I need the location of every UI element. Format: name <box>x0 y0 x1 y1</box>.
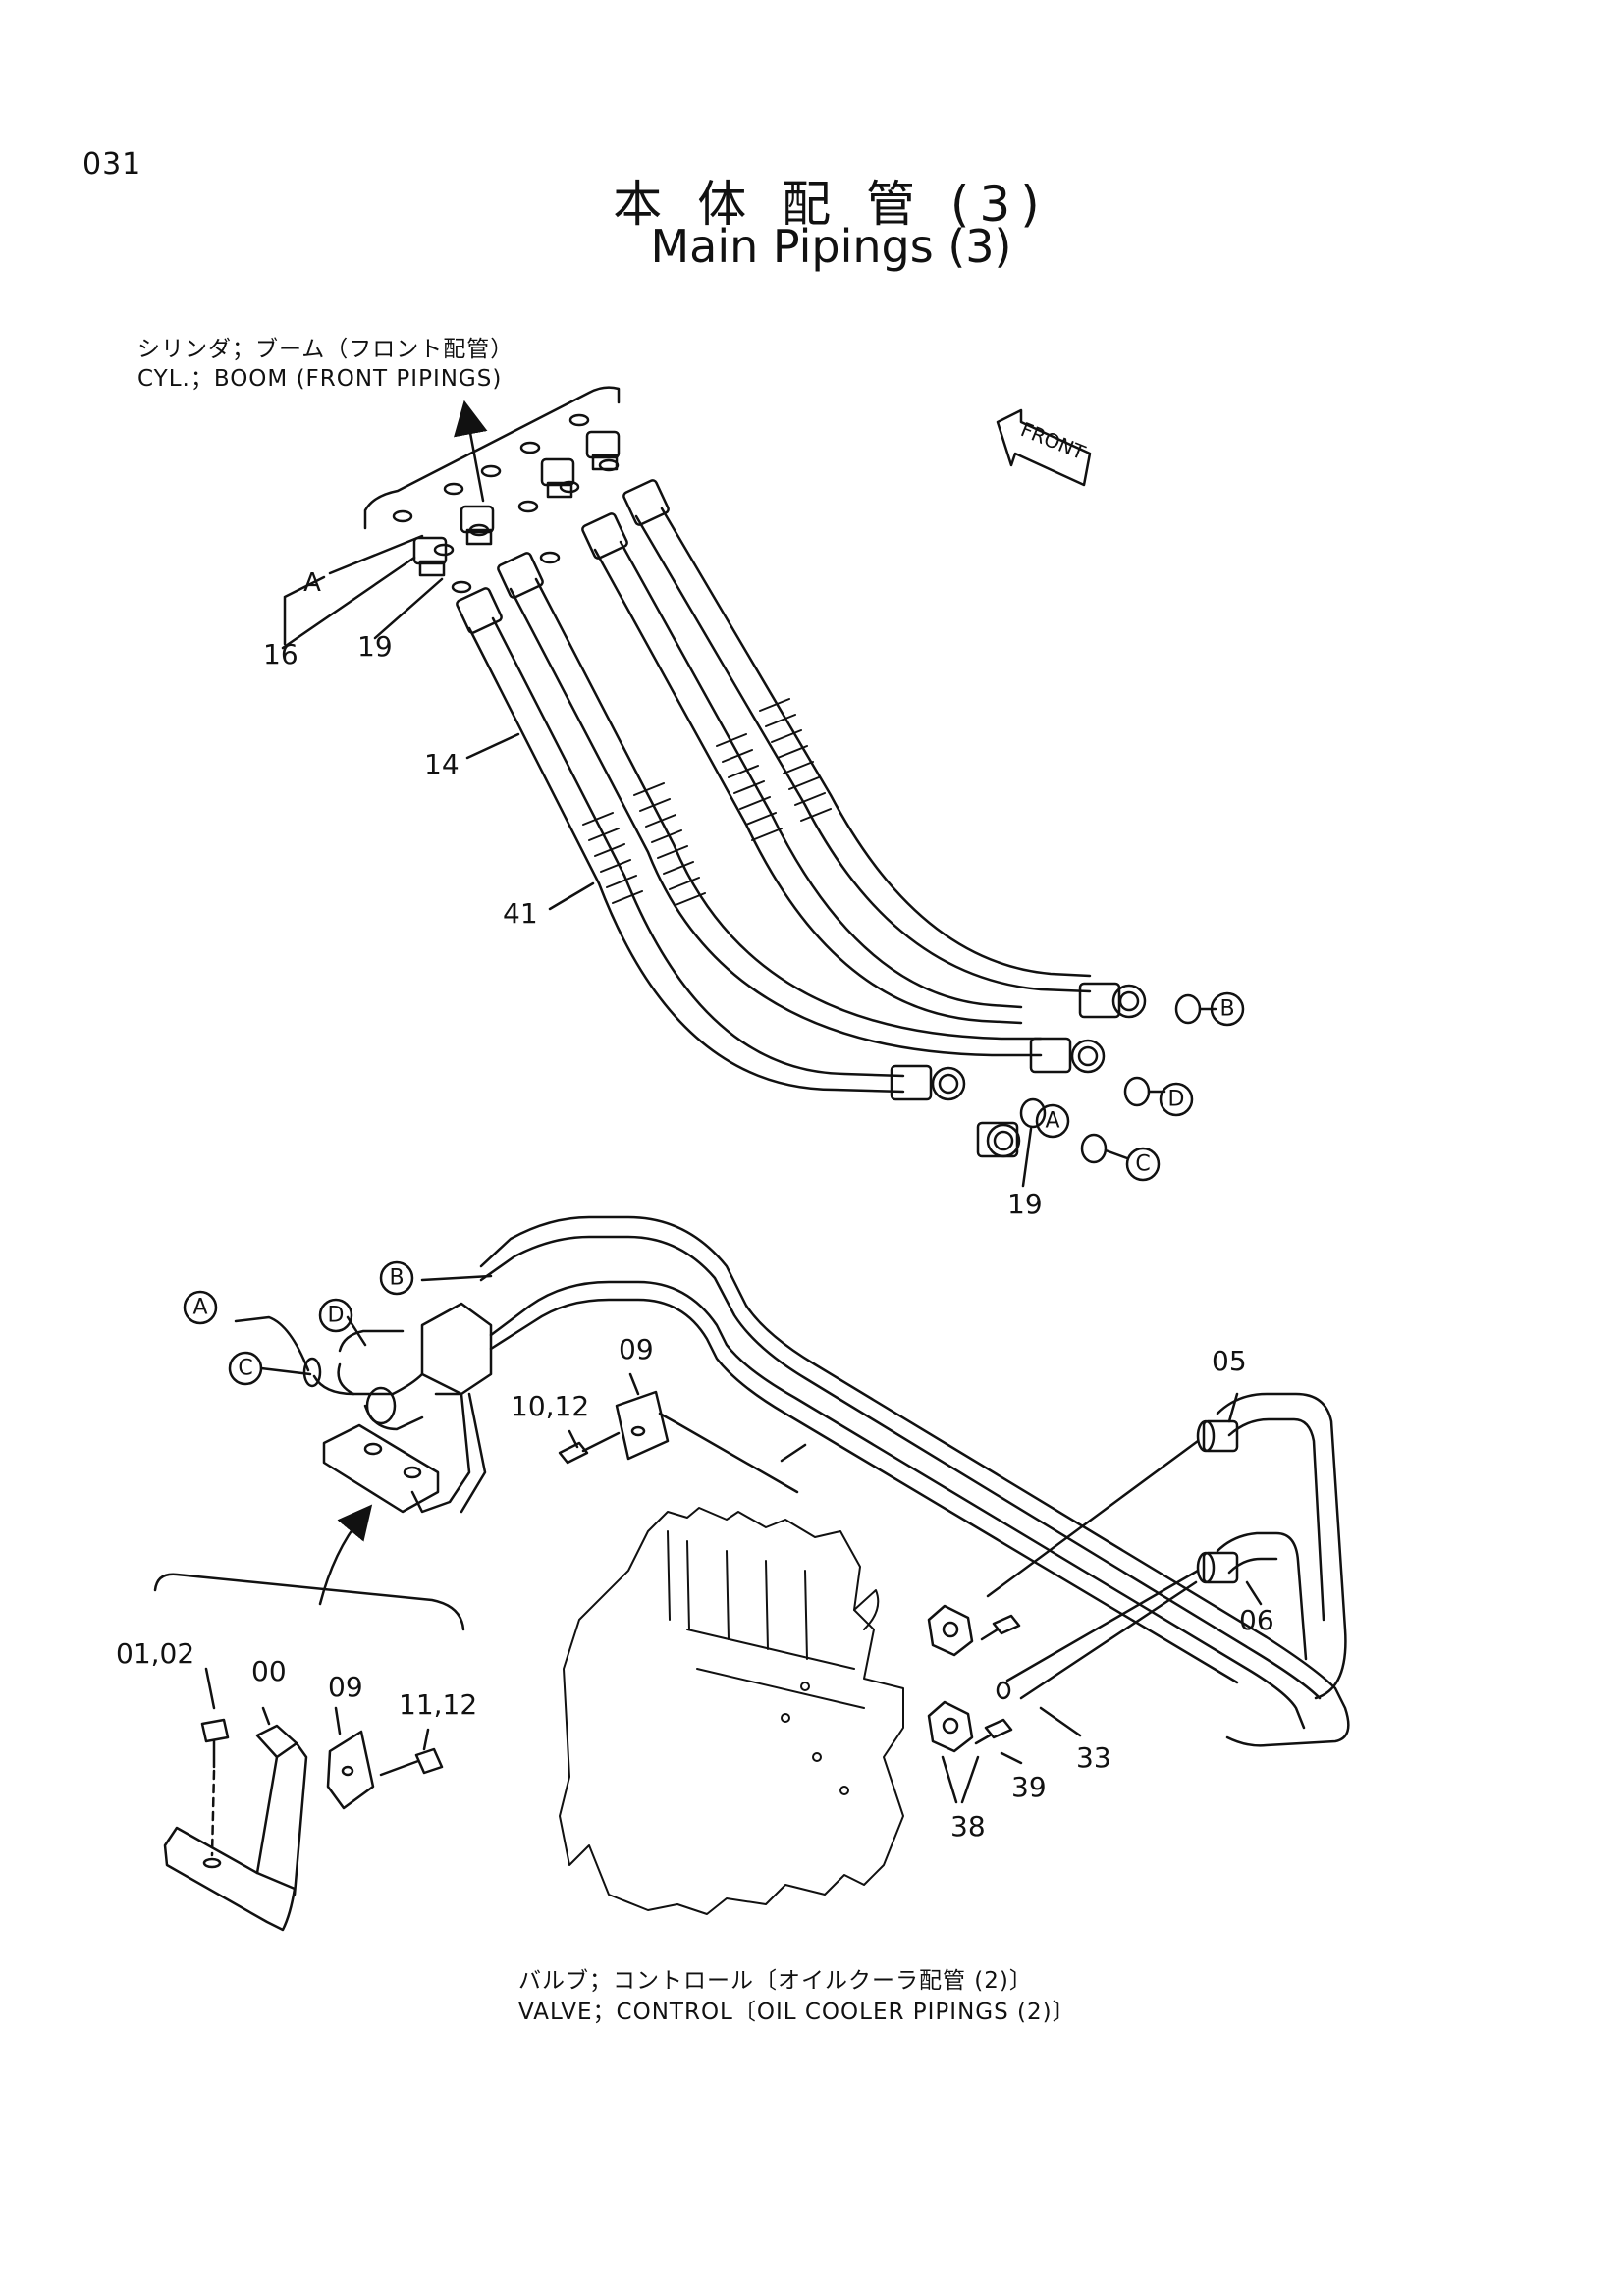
ref-circle-a-left <box>183 1290 218 1325</box>
spring-guard-41 <box>582 698 832 906</box>
part-label-16: 16 <box>263 638 298 670</box>
ref-circle-d-right <box>1159 1082 1194 1117</box>
part-label-14: 14 <box>424 748 460 780</box>
oil-cooler-pipes <box>479 1215 1350 1747</box>
caption-top-english: CYL.；BOOM (FRONT PIPINGS) <box>137 366 503 392</box>
ref-label-b-mid: B <box>389 1266 404 1291</box>
part-label-39: 39 <box>1011 1771 1047 1803</box>
caption-top-japanese: シリンダ；ブーム（フロント配管） <box>137 337 514 362</box>
clamp-09-top <box>615 1390 670 1461</box>
hose-fittings-bottom <box>890 982 1147 1158</box>
part-label-10-12: 10,12 <box>511 1390 589 1422</box>
caption-bottom-japanese: バルブ；コントロール〔オイルクーラ配管 (2)〕 <box>518 1968 1033 1994</box>
leader-a-top <box>283 575 326 646</box>
ref-circle-c-left <box>228 1351 263 1386</box>
part-label-19-bottom: 19 <box>1007 1188 1043 1220</box>
bracket-00 <box>163 1724 308 1932</box>
ref-label-a-right: A <box>1045 1109 1059 1134</box>
part-label-41: 41 <box>503 897 538 930</box>
ref-circle-b-right <box>1210 991 1245 1027</box>
part-label-09-bottom: 09 <box>328 1671 363 1703</box>
ref-label-d-mid: D <box>328 1304 345 1328</box>
ref-circle-a-right <box>1035 1103 1070 1139</box>
front-arrow-sign <box>996 408 1092 487</box>
o-ring-33 <box>996 1681 1011 1700</box>
clamp-09-bottom <box>326 1730 375 1810</box>
mount-bracket-plate <box>322 1423 440 1514</box>
ref-label-b-right: B <box>1219 997 1234 1022</box>
part-label-11-12: 11,12 <box>399 1688 477 1721</box>
part-label-09-top: 09 <box>619 1333 654 1365</box>
adapter-16-group <box>412 430 621 577</box>
flange-38-lower <box>927 1700 974 1753</box>
bolt-01-02 <box>200 1718 230 1857</box>
hose-assembly-upper <box>467 507 1092 1094</box>
part-label-33: 33 <box>1076 1741 1111 1774</box>
ref-label-c-right: C <box>1135 1152 1150 1177</box>
control-valve-body <box>559 1507 904 1915</box>
lower-detail-brace <box>153 1573 465 1631</box>
page-number: 031 <box>82 147 142 182</box>
part-label-19-top: 19 <box>357 630 393 663</box>
ref-circle-d-mid <box>318 1298 353 1333</box>
fitting-06 <box>1196 1551 1239 1584</box>
part-label-38: 38 <box>950 1810 986 1842</box>
title-japanese: 本 体 配 管 (3) <box>613 176 1050 233</box>
bolt-11-12 <box>379 1747 444 1777</box>
front-label: FRONT <box>1017 417 1089 464</box>
ref-label-a-left: A <box>192 1296 207 1320</box>
fitting-05 <box>1196 1419 1239 1453</box>
bracket-holes <box>392 413 620 594</box>
ref-label-c-left: C <box>238 1357 252 1381</box>
boom-bracket-outline <box>363 386 621 530</box>
caption-bottom-english: VALVE；CONTROL〔OIL COOLER PIPINGS (2)〕 <box>518 2000 1076 2025</box>
ref-label-a-top: A <box>303 568 321 598</box>
part-label-06: 06 <box>1239 1604 1274 1636</box>
left-block-fitting <box>302 1302 493 1514</box>
bolt-10-12 <box>558 1431 621 1465</box>
bolt-39 <box>974 1614 1021 1745</box>
hose-fittings-top <box>456 479 670 634</box>
part-label-05: 05 <box>1212 1345 1247 1377</box>
o-rings-upper <box>1019 993 1217 1164</box>
ref-circle-c-right <box>1125 1147 1161 1182</box>
part-label-00: 00 <box>251 1655 287 1687</box>
ref-label-d-right: D <box>1168 1088 1185 1112</box>
flange-38-upper <box>927 1604 974 1657</box>
front-pipings-arrow <box>454 400 488 503</box>
title-english: Main Pipings (3) <box>650 220 1012 273</box>
ref-circle-b-mid <box>379 1260 414 1296</box>
part-label-01-02: 01,02 <box>116 1637 194 1670</box>
